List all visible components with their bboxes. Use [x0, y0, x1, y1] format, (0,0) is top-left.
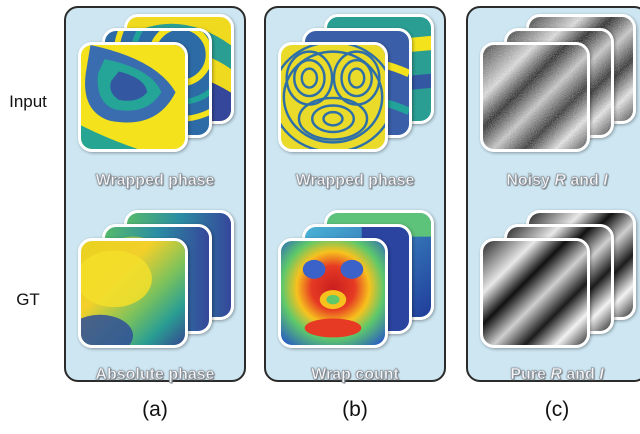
caption-absolute-phase: Absolute phase [95, 366, 215, 384]
caption-noisy-ri: Noisy R and I [506, 172, 608, 190]
wrapped-phase-stack-b [278, 14, 438, 154]
panel-a: Wrapped phase Absolute phase [64, 6, 246, 384]
wrap-count-image-front [278, 238, 388, 348]
panel-label-c: (c) [544, 398, 570, 421]
pure-image-front [480, 238, 590, 348]
noisy-image-front [480, 42, 590, 152]
absolute-phase-stack [78, 210, 238, 350]
caption-wrap-count: Wrap count [311, 366, 399, 384]
absolute-phase-image-front [78, 238, 188, 348]
caption-wrapped-phase-a: Wrapped phase [95, 172, 215, 190]
pure-ri-stack [480, 210, 640, 350]
caption-wrapped-phase-b: Wrapped phase [295, 172, 415, 190]
caption-pure-ri: Pure R and I [510, 366, 604, 384]
wrap-count-stack [278, 210, 438, 350]
wrapped-phase-image-front [278, 42, 388, 152]
wrapped-phase-stack-a [78, 14, 238, 154]
panel-b: Wrapped phase Wrap count [264, 6, 446, 384]
panel-c: Noisy R and I Pure R and I [466, 6, 640, 384]
panel-label-a: (a) [142, 398, 168, 421]
panel-label-b: (b) [342, 398, 368, 421]
noisy-ri-stack [480, 14, 640, 154]
wrapped-phase-image-front [78, 42, 188, 152]
row-label-gt: GT [16, 290, 40, 309]
row-label-input: Input [9, 92, 47, 111]
